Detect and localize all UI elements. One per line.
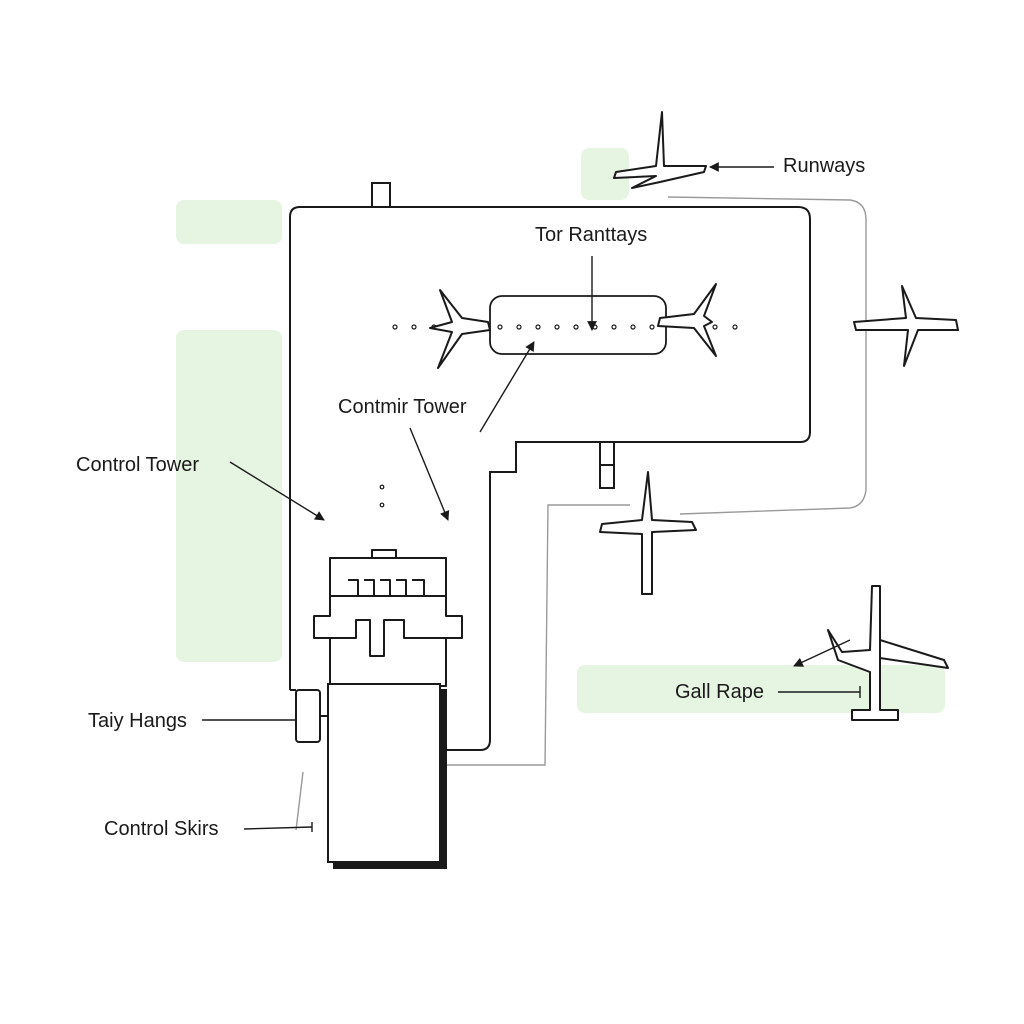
airplane-icon xyxy=(657,283,717,357)
arrow-contmir-up xyxy=(479,341,535,433)
label-control-skirs: Control Skirs xyxy=(104,818,219,840)
side-door xyxy=(295,689,321,743)
airplane-icon xyxy=(429,289,491,369)
connectors xyxy=(295,196,867,831)
label-tor-ranttays: Tor Ranttays xyxy=(535,224,648,246)
zone-left-strip xyxy=(176,330,282,662)
control-tower-icon xyxy=(313,549,463,687)
arrow-control-tower xyxy=(229,461,325,521)
label-gall-rape: Gall Rape xyxy=(675,681,764,703)
arrow-gall-rape xyxy=(793,639,851,667)
runway-strip xyxy=(379,295,738,724)
airplane-icon xyxy=(827,585,949,721)
airplane-icon xyxy=(853,285,959,367)
green-zones xyxy=(176,148,945,713)
label-taiy-hangs: Taiy Hangs xyxy=(88,710,187,732)
airplane-icon xyxy=(599,471,697,595)
zone-top-left xyxy=(176,200,282,244)
hangar-block-icon xyxy=(295,683,447,869)
arrow-contmir-down xyxy=(409,427,450,521)
label-runways: Runways xyxy=(783,155,866,177)
tower-stub xyxy=(371,182,391,208)
leader-control-skirs xyxy=(243,826,313,830)
leader-lines xyxy=(202,162,861,832)
label-contmir-tower: Contmir Tower xyxy=(338,396,467,418)
airplane-icon xyxy=(613,111,707,189)
zone-top-runway xyxy=(581,148,629,200)
terminal-outline xyxy=(289,182,811,751)
zone-gall-rape xyxy=(577,665,945,713)
label-control-tower: Control Tower xyxy=(76,454,200,476)
